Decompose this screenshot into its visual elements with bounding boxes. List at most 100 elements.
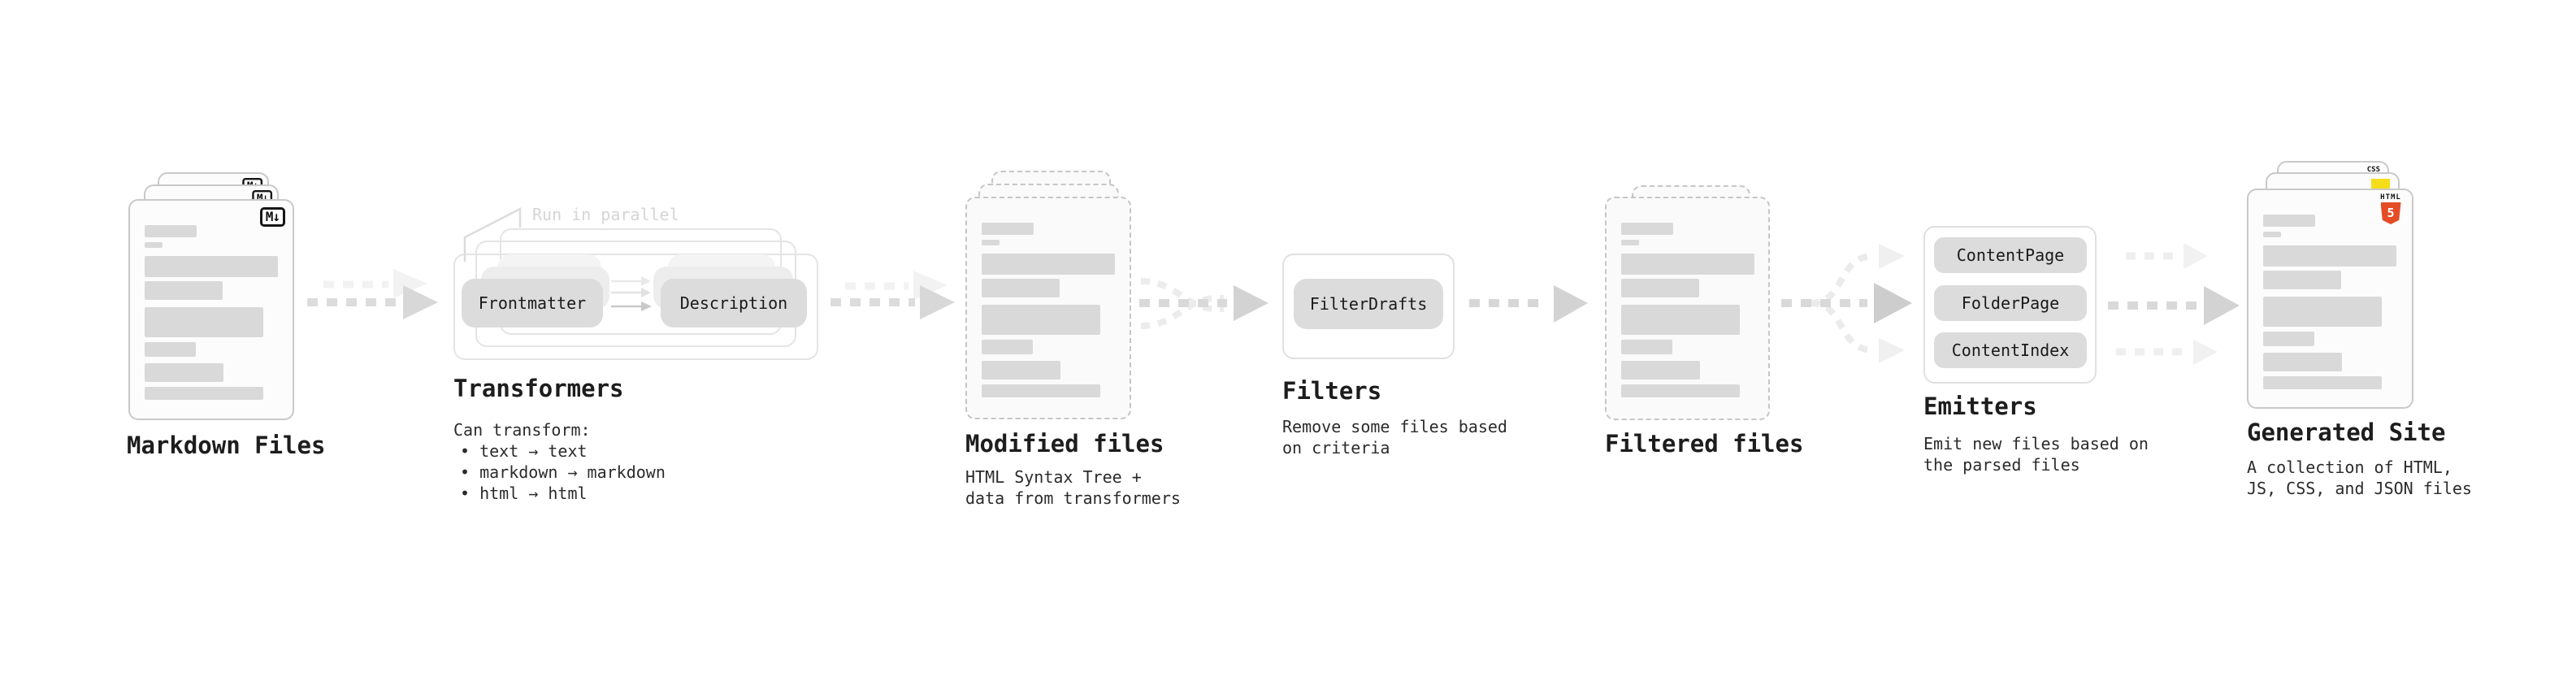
arrow-markdown-to-transformers	[307, 269, 438, 319]
markdown-file-card-back: M↓	[158, 172, 269, 254]
emitter-pill-folderpage: FolderPage	[1934, 285, 2087, 321]
arrow-transformers-to-modified	[830, 271, 955, 319]
generated-site-desc: A collection of HTML,	[2247, 458, 2452, 477]
transformers-bullet: • html → html	[460, 484, 588, 503]
frontmatter-ghost-pill	[497, 254, 601, 297]
arrow-filtered-to-emitters	[1781, 244, 1912, 363]
stage-title-transformers: Transformers	[453, 375, 624, 402]
arrow-filters-to-filtered	[1469, 285, 1588, 323]
skeleton-bar	[145, 307, 263, 337]
skeleton-bar	[982, 384, 1100, 397]
arrow-emitters-to-generated	[2108, 243, 2240, 365]
modified-file-card-front	[965, 197, 1131, 419]
skeleton-bar	[1621, 223, 1673, 235]
frontmatter-ghost-pill	[481, 267, 609, 309]
skeleton-bar	[982, 305, 1100, 335]
generated-file-card-css: CSS	[2277, 161, 2389, 242]
skeleton-bar	[145, 342, 196, 357]
transformer-pill-description: Description	[661, 279, 807, 327]
skeleton-bar	[2263, 271, 2341, 289]
html5-icon-label: HTML	[2380, 193, 2401, 202]
skeleton-bar	[1621, 340, 1672, 354]
skeleton-bar	[2263, 215, 2315, 227]
generated-file-card-html: HTML 5	[2247, 189, 2413, 409]
modified-file-card-middle	[978, 184, 1119, 265]
skeleton-bar	[2263, 245, 2396, 267]
filtered-file-card-front	[1605, 197, 1770, 420]
emitters-panel	[1923, 226, 2097, 384]
html5-icon: HTML 5	[2379, 193, 2402, 224]
modified-file-card-back	[991, 171, 1111, 252]
stage-title-markdown-files: Markdown Files	[127, 432, 326, 459]
filters-desc: Remove some files based	[1282, 417, 1507, 436]
skeleton-bar	[145, 225, 197, 237]
js-icon	[2371, 179, 2390, 189]
emitter-pill-contentindex: ContentIndex	[1934, 332, 2087, 368]
skeleton-bar	[1621, 240, 1639, 245]
filters-desc: on criteria	[1282, 438, 1390, 458]
skeleton-bar	[2263, 332, 2314, 346]
generated-site-desc: JS, CSS, and JSON files	[2247, 479, 2472, 498]
skeleton-bar	[145, 281, 223, 300]
stage-title-filtered-files: Filtered files	[1605, 430, 1804, 458]
emitters-desc: the parsed files	[1923, 455, 2080, 475]
transformer-frame-middle	[475, 241, 796, 347]
skeleton-bar	[1621, 361, 1700, 380]
stage-title-filters: Filters	[1282, 377, 1382, 405]
generated-file-card-js	[2266, 172, 2400, 254]
html5-icon-shield: 5	[2380, 202, 2401, 224]
transformer-pill-frontmatter: Frontmatter	[462, 279, 603, 327]
skeleton-bar	[982, 361, 1060, 380]
emitters-desc: Emit new files based on	[1923, 434, 2149, 453]
skeleton-bar	[145, 242, 163, 248]
skeleton-bar	[145, 363, 223, 382]
stage-title-modified-files: Modified files	[965, 430, 1164, 458]
modified-files-desc: data from transformers	[965, 488, 1181, 508]
arrow-modified-to-filters	[1139, 278, 1268, 329]
markdown-icon: M↓	[251, 190, 272, 206]
filter-pill-filterdrafts: FilterDrafts	[1294, 279, 1443, 329]
skeleton-bar	[1621, 305, 1740, 335]
markdown-file-card-middle: M↓	[144, 184, 279, 266]
markdown-icon: M↓	[241, 178, 262, 194]
skeleton-bar	[2263, 297, 2382, 327]
skeleton-bar	[982, 223, 1034, 235]
skeleton-bar	[982, 240, 1000, 245]
parallel-note-bracket	[463, 206, 522, 262]
skeleton-bar	[982, 340, 1033, 354]
filtered-file-card-back	[1632, 185, 1750, 267]
transformer-frame-back	[500, 228, 782, 335]
emitter-pill-contentpage: ContentPage	[1934, 237, 2087, 273]
description-ghost-pill	[653, 267, 793, 309]
markdown-file-card-front: M↓	[128, 199, 294, 420]
transformer-step-arrows	[611, 276, 652, 311]
skeleton-bar	[1621, 279, 1699, 297]
skeleton-bar	[2263, 232, 2281, 237]
skeleton-bar	[982, 254, 1115, 275]
css-icon: CSS	[2366, 166, 2380, 177]
filters-panel	[1282, 254, 1455, 359]
skeleton-bar	[1621, 384, 1740, 397]
transformer-frame-front	[453, 254, 818, 360]
transformers-bullet: • text → text	[460, 441, 588, 461]
markdown-icon: M↓	[259, 207, 285, 227]
skeleton-bar	[2263, 353, 2342, 371]
skeleton-bar	[1621, 254, 1754, 275]
skeleton-bar	[982, 279, 1060, 297]
parallel-note: Run in parallel	[532, 205, 679, 224]
skeleton-bar	[2263, 376, 2382, 389]
description-ghost-pill	[668, 254, 775, 297]
skeleton-bar	[145, 387, 263, 400]
stage-title-generated-site: Generated Site	[2247, 419, 2446, 446]
transformers-caption: Can transform:	[453, 420, 591, 440]
stage-title-emitters: Emitters	[1923, 393, 2037, 420]
modified-files-desc: HTML Syntax Tree +	[965, 467, 1142, 487]
skeleton-bar	[145, 256, 278, 277]
